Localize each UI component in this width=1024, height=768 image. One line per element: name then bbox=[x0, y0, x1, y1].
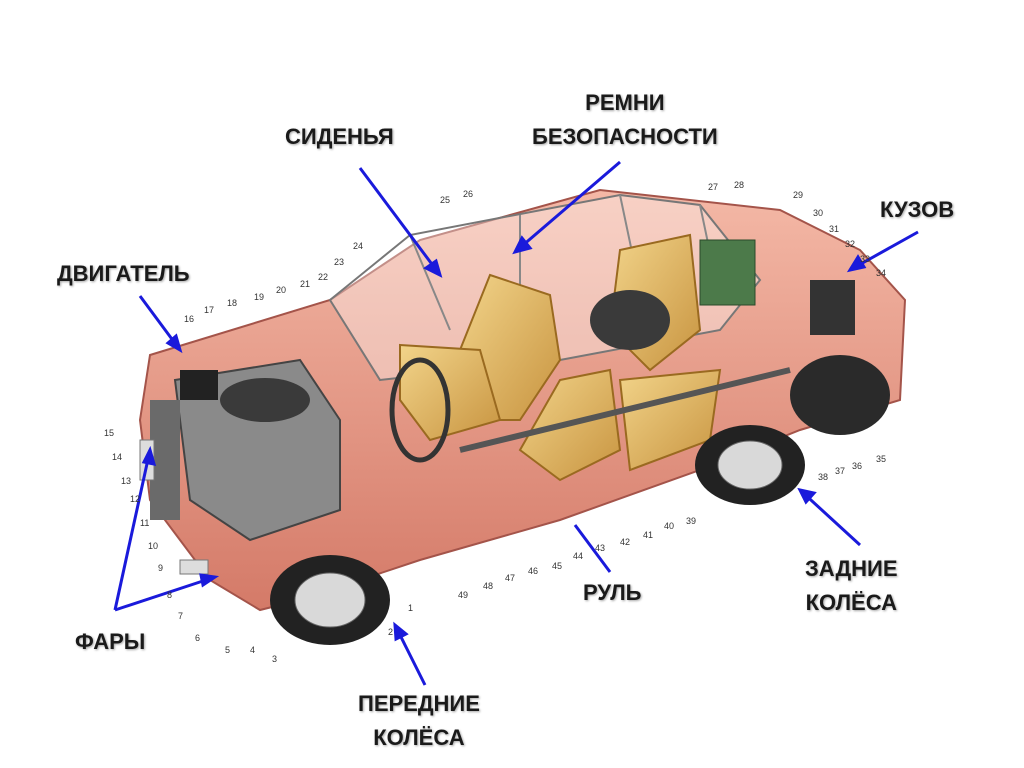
part-number: 1 bbox=[408, 603, 414, 613]
car-radiator bbox=[150, 400, 180, 520]
arrow-headlights-2 bbox=[114, 575, 216, 612]
part-number: 43 bbox=[595, 543, 606, 553]
label-seat-belts-line1: РЕМНИ bbox=[585, 90, 665, 115]
label-rear-wheels: ЗАДНИЕ КОЛЁСА bbox=[805, 552, 898, 620]
part-number: 9 bbox=[158, 563, 164, 573]
annotation-arrows bbox=[113, 160, 919, 686]
part-number: 8 bbox=[167, 590, 173, 600]
car-trunk-box bbox=[810, 280, 855, 335]
part-number: 10 bbox=[148, 541, 159, 551]
part-number: 20 bbox=[276, 285, 287, 295]
part-number: 7 bbox=[178, 611, 184, 621]
car-front-wheel-rim bbox=[294, 572, 366, 628]
part-number: 41 bbox=[643, 530, 654, 540]
label-steering-wheel-text: РУЛЬ bbox=[583, 580, 642, 605]
label-body-text: КУЗОВ bbox=[880, 197, 955, 222]
arrow-body-head bbox=[846, 254, 867, 273]
arrow-belts bbox=[514, 160, 621, 254]
part-number: 16 bbox=[184, 314, 195, 324]
label-headlights: ФАРЫ bbox=[75, 625, 145, 659]
car-rear-seatback-green bbox=[699, 239, 756, 306]
part-number: 13 bbox=[121, 476, 132, 486]
part-number: 14 bbox=[112, 452, 123, 462]
part-number: 35 bbox=[876, 454, 887, 464]
arrow-seats-head bbox=[423, 258, 443, 278]
label-rear-wheels-line1: ЗАДНИЕ bbox=[805, 556, 898, 581]
part-number: 30 bbox=[813, 208, 824, 218]
part-number: 39 bbox=[686, 516, 697, 526]
part-number: 40 bbox=[664, 521, 675, 531]
arrow-rear-wheels-head bbox=[797, 487, 817, 505]
arrow-front-wheels-head bbox=[393, 621, 409, 642]
arrow-steering bbox=[573, 524, 612, 573]
label-front-wheels-line2: КОЛЁСА bbox=[373, 725, 465, 750]
part-number: 24 bbox=[353, 241, 364, 251]
label-rear-wheels-line2: КОЛЁСА bbox=[805, 590, 897, 615]
part-number: 28 bbox=[734, 180, 745, 190]
part-number: 19 bbox=[254, 292, 265, 302]
part-number: 25 bbox=[440, 195, 451, 205]
part-number: 22 bbox=[318, 272, 329, 282]
label-steering-wheel: РУЛЬ bbox=[583, 576, 641, 610]
label-engine-text: ДВИГАТЕЛЬ bbox=[57, 261, 190, 286]
arrow-headlights-1-head bbox=[141, 445, 157, 466]
car-headlight-lower bbox=[179, 559, 209, 575]
part-number: 37 bbox=[835, 466, 846, 476]
car-air-filter bbox=[220, 378, 310, 422]
part-number: 38 bbox=[818, 472, 829, 482]
part-number: 46 bbox=[528, 566, 539, 576]
part-number: 6 bbox=[195, 633, 201, 643]
part-number: 3 bbox=[272, 654, 278, 664]
arrow-seats bbox=[358, 167, 442, 276]
part-number: 17 bbox=[204, 305, 215, 315]
part-number: 44 bbox=[573, 551, 584, 561]
part-number: 45 bbox=[552, 561, 563, 571]
part-number: 27 bbox=[708, 182, 719, 192]
part-number: 21 bbox=[300, 279, 311, 289]
car-front-seat-cushion bbox=[399, 343, 502, 442]
label-seat-belts-line2: БЕЗОПАСНОСТИ bbox=[532, 124, 718, 149]
part-number: 49 bbox=[458, 590, 469, 600]
part-number: 2 bbox=[388, 627, 394, 637]
part-number: 34 bbox=[876, 268, 887, 278]
car-rear-wheel-cutaway bbox=[790, 355, 890, 435]
car-battery bbox=[180, 370, 218, 400]
label-headlights-text: ФАРЫ bbox=[75, 629, 146, 654]
label-seat-belts: РЕМНИ БЕЗОПАСНОСТИ bbox=[532, 86, 718, 154]
part-number: 47 bbox=[505, 573, 516, 583]
car-spare-wheel bbox=[590, 290, 670, 350]
part-number: 15 bbox=[104, 428, 115, 438]
label-seats-text: СИДЕНЬЯ bbox=[285, 124, 394, 149]
part-number: 42 bbox=[620, 537, 631, 547]
arrow-headlights-1 bbox=[113, 449, 152, 611]
label-front-wheels: ПЕРЕДНИЕ КОЛЁСА bbox=[358, 687, 480, 755]
part-number: 29 bbox=[793, 190, 804, 200]
part-number: 11 bbox=[140, 518, 150, 528]
part-number: 12 bbox=[130, 494, 141, 504]
arrow-headlights-2-head bbox=[199, 573, 220, 588]
label-engine: ДВИГАТЕЛЬ bbox=[57, 257, 190, 291]
arrow-belts-head bbox=[512, 235, 533, 255]
part-number: 33 bbox=[860, 254, 871, 264]
arrow-engine-head bbox=[165, 333, 183, 354]
part-number: 36 bbox=[852, 461, 863, 471]
label-body: КУЗОВ bbox=[880, 193, 954, 227]
car-window-pillars bbox=[409, 194, 721, 331]
car-steering-wheel bbox=[389, 357, 451, 463]
part-number: 32 bbox=[845, 239, 856, 249]
part-number: 5 bbox=[225, 645, 231, 655]
part-number: 31 bbox=[829, 224, 840, 234]
part-number: 23 bbox=[334, 257, 345, 267]
car-drive-shaft bbox=[459, 367, 791, 453]
label-seats: СИДЕНЬЯ bbox=[285, 120, 394, 154]
part-number: 26 bbox=[463, 189, 474, 199]
part-number: 4 bbox=[250, 645, 256, 655]
part-number: 18 bbox=[227, 298, 238, 308]
label-front-wheels-line1: ПЕРЕДНИЕ bbox=[358, 691, 480, 716]
car-rear-wheel-rim bbox=[717, 440, 783, 490]
part-number: 48 bbox=[483, 581, 494, 591]
